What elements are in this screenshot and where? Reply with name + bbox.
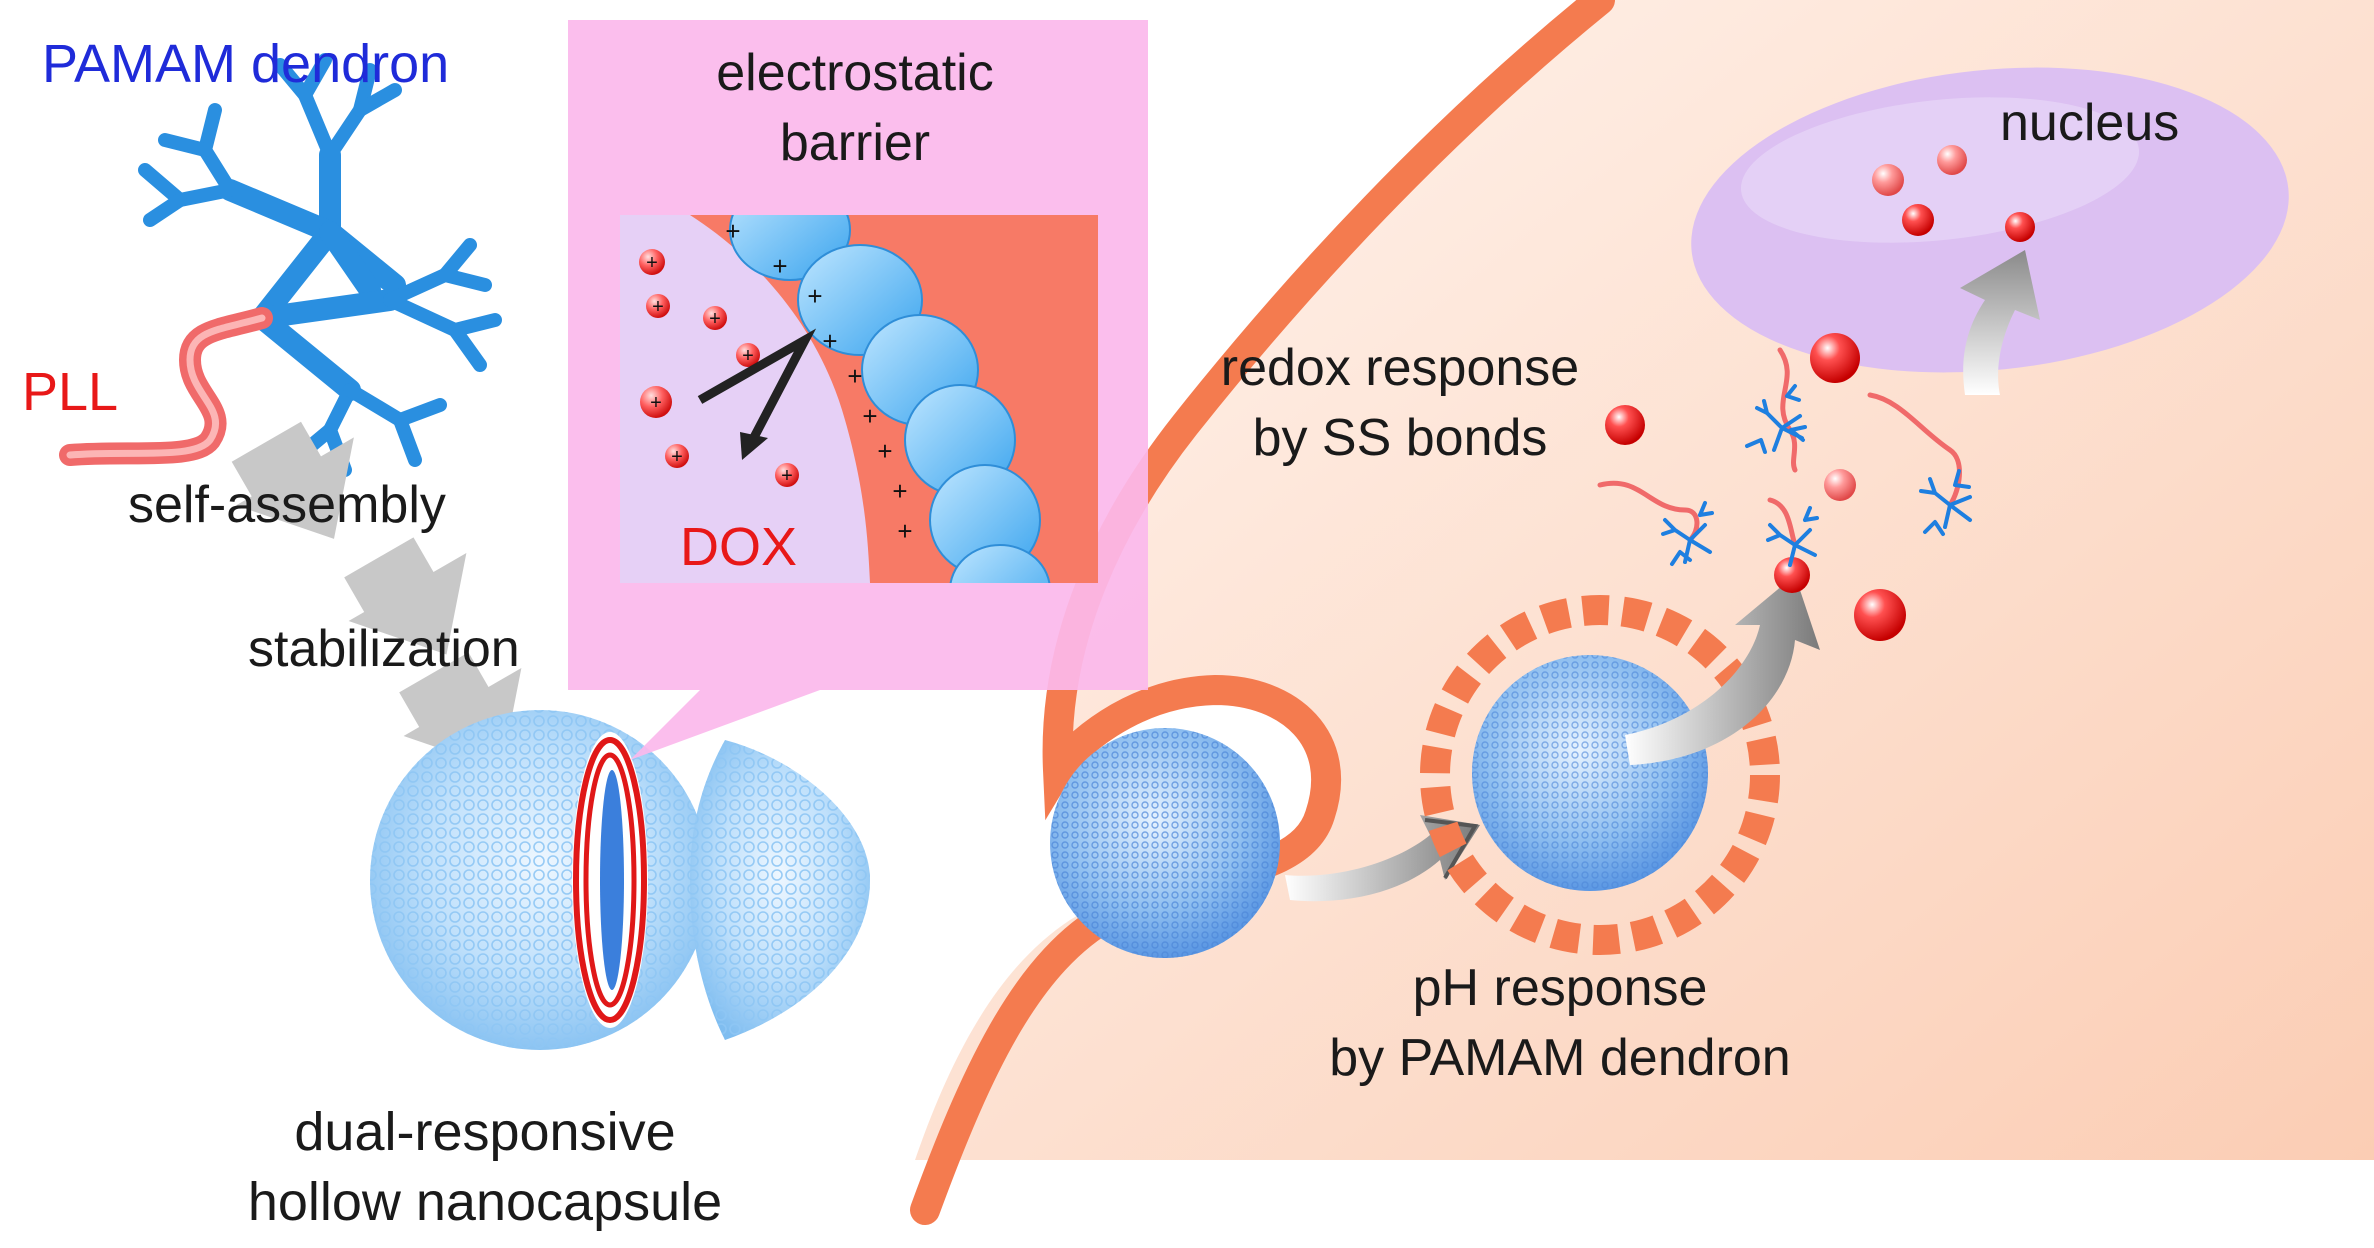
dendron-icon — [1597, 347, 1972, 567]
ph-label-line2: by PAMAM dendron — [1329, 1029, 1790, 1087]
nucleus-label: nucleus — [2000, 94, 2179, 152]
arrow-icon — [1625, 575, 1820, 765]
redox-label-line2: by SS bonds — [1253, 409, 1548, 467]
svg-text:+: + — [877, 436, 892, 466]
svg-text:+: + — [822, 326, 837, 356]
svg-text:+: + — [892, 476, 907, 506]
svg-text:+: + — [862, 401, 877, 431]
redox-label-line1: redox response — [1221, 339, 1579, 397]
svg-text:+: + — [650, 392, 662, 414]
self-assembly-label: self-assembly — [128, 476, 446, 534]
stabilization-label: stabilization — [248, 620, 520, 678]
barrier-label-line1: electrostatic — [716, 44, 993, 102]
svg-text:+: + — [807, 281, 822, 311]
svg-text:+: + — [709, 308, 721, 330]
svg-text:+: + — [897, 516, 912, 546]
svg-text:+: + — [781, 465, 793, 487]
endosome — [1420, 595, 1780, 955]
endocytosed-capsule — [1050, 728, 1280, 958]
svg-text:+: + — [725, 216, 740, 246]
arrow-icon — [1960, 250, 2040, 395]
drug-molecule-icon — [1605, 145, 2035, 641]
pamam-dendron-label: PAMAM dendron — [42, 34, 449, 94]
svg-text:+: + — [652, 296, 664, 318]
capsule-label-line1: dual-responsive — [294, 1102, 675, 1162]
barrier-label-line2: barrier — [780, 114, 930, 172]
ph-label-line1: pH response — [1413, 959, 1708, 1017]
svg-text:+: + — [671, 446, 683, 468]
dox-label: DOX — [680, 517, 797, 577]
pll-label: PLL — [22, 362, 118, 422]
svg-text:+: + — [847, 361, 862, 391]
drug-molecule-icon — [639, 249, 799, 487]
dendron-icon — [138, 53, 502, 477]
svg-text:+: + — [772, 251, 787, 281]
capsule-icon — [370, 710, 870, 1050]
electrostatic-barrier-inset: +++ +++ +++ +++ ++++ — [568, 20, 1148, 760]
svg-text:+: + — [742, 345, 754, 367]
capsule-label-line2: hollow nanocapsule — [248, 1172, 722, 1232]
svg-text:+: + — [646, 252, 658, 274]
